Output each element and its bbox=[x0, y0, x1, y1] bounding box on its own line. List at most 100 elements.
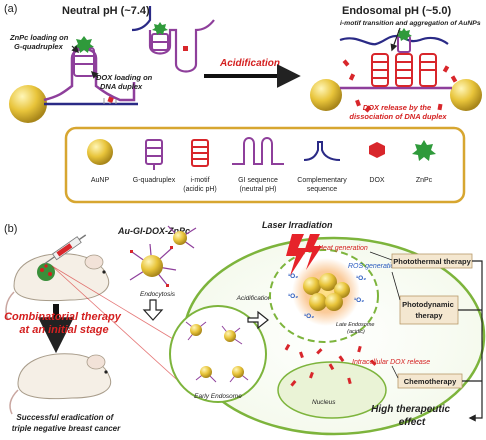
o2-d: ¹O₂ bbox=[354, 297, 364, 304]
legend-complementary-label: Complementary sequence bbox=[297, 177, 347, 193]
legend-aunp-label: AuNP bbox=[91, 177, 110, 184]
syringe-icon bbox=[44, 234, 87, 265]
photodynamic-line2: therapy bbox=[415, 311, 443, 320]
photodynamic-label: Photodynamic therapy bbox=[402, 300, 456, 320]
o2-b: ¹O₂ bbox=[288, 293, 298, 300]
high-effect-line2: effect bbox=[399, 417, 426, 428]
legend-gi-label: GI sequence(neutral pH) bbox=[238, 177, 278, 193]
late-endosome-label: Late Endosome (acidic) bbox=[336, 322, 376, 335]
znpc-loading-label: ZnPc loading on G-quadruplex bbox=[9, 33, 70, 51]
chemotherapy-label: Chemotherapy bbox=[404, 377, 457, 386]
znpc-loading-line2: G-quadruplex bbox=[14, 42, 64, 51]
eradication-line1: Successful eradication of bbox=[16, 413, 114, 422]
aunp-left bbox=[9, 85, 47, 123]
znpc-floating bbox=[152, 22, 168, 35]
aunp-right-2 bbox=[450, 79, 482, 111]
nanoparticle-label: Au-GI-DOX-ZnPc bbox=[117, 226, 190, 236]
heat-generation-label: Heat generation bbox=[318, 245, 368, 252]
nanoparticle-cluster bbox=[129, 225, 197, 287]
combinatorial-line2: at an initial stage bbox=[19, 324, 108, 336]
legend-imotif-icon bbox=[191, 139, 209, 167]
legend-box bbox=[64, 126, 466, 204]
mouse-top bbox=[5, 253, 110, 321]
legend-dox-label: DOX bbox=[369, 177, 385, 184]
gi-strand-floating bbox=[131, 6, 152, 32]
legend-labels: AuNP G-quadruplex i-motif(acidic pH) GI seq… bbox=[91, 177, 433, 193]
znpc-on-gquad bbox=[74, 36, 94, 53]
released-dox-a bbox=[342, 59, 458, 113]
acidification-label-a: Acidification bbox=[219, 58, 280, 69]
panel-a-label: (a) bbox=[4, 3, 17, 15]
eradication-line2: triple negative breast cancer bbox=[12, 424, 121, 433]
early-endosome-label: Early Endosome bbox=[194, 393, 242, 400]
legend-complementary-label-line2: sequence bbox=[307, 186, 337, 193]
dox-pointer bbox=[90, 70, 99, 79]
o2-c: ¹O₂ bbox=[356, 275, 366, 282]
high-effect-line1: High therapeutic bbox=[371, 404, 450, 415]
legend-znpc-label: ZnPc bbox=[416, 177, 433, 184]
acidification-arrow-b bbox=[247, 310, 269, 330]
legend-icons bbox=[87, 137, 436, 170]
legend-gquad-label: G-quadruplex bbox=[133, 177, 176, 184]
mouse-bottom bbox=[9, 353, 112, 415]
ros-generation-label: ROS generation bbox=[348, 263, 398, 270]
late-endosome-line2: (acidic) bbox=[347, 329, 365, 335]
eradication-label: Successful eradication of triple negativ… bbox=[12, 413, 121, 433]
legend-gi-sequence-icon bbox=[232, 137, 284, 165]
legend-znpc-label-line1: ZnPc bbox=[416, 177, 433, 184]
laser-bolts bbox=[286, 234, 322, 276]
laser-label: Laser Irradiation bbox=[262, 220, 333, 230]
singlet-oxygen-labels: ¹O₂ ¹O₂ ¹O₂ ¹O₂ ¹O₂ bbox=[288, 273, 366, 320]
nucleus bbox=[277, 361, 387, 419]
legend-gquad-label-line1: G-quadruplex bbox=[133, 177, 176, 184]
dox-release-a-line1: DOX release by the bbox=[363, 103, 431, 112]
late-endosome-line1: Late Endosome bbox=[336, 322, 375, 328]
high-effect-label: High therapeutic effect bbox=[371, 404, 453, 428]
legend-complementary-icon bbox=[303, 141, 341, 161]
dox-to-chemotherapy bbox=[391, 365, 399, 379]
dox-loading-line1: DOX loading on bbox=[96, 73, 153, 82]
legend-imotif-label: i-motif(acidic pH) bbox=[183, 177, 216, 193]
endocytosis-arrow bbox=[142, 299, 164, 321]
legend-gi-label-line1: GI sequence bbox=[238, 177, 278, 184]
tumor bbox=[37, 263, 55, 281]
photodynamic-line1: Photodynamic bbox=[402, 300, 454, 309]
o2-a: ¹O₂ bbox=[288, 273, 298, 280]
legend-znpc-icon bbox=[412, 140, 436, 161]
legend-imotif-label-line2: (acidic pH) bbox=[183, 186, 216, 193]
o2-e: ¹O₂ bbox=[304, 313, 314, 320]
dox-release-a-line2: dissociation of DNA duplex bbox=[349, 112, 447, 121]
g-quadruplex-neutral bbox=[73, 47, 95, 77]
panel-b-label: (b) bbox=[4, 223, 17, 235]
znpc-right bbox=[396, 28, 412, 41]
dox-loading-line2: DNA duplex bbox=[100, 82, 143, 91]
legend-aunp-label-line1: AuNP bbox=[91, 177, 110, 184]
combinatorial-label: Combinatorial therapy at an initial stag… bbox=[4, 311, 124, 336]
znpc-pointer bbox=[71, 45, 80, 54]
imotif-note: i-motif transition and aggregation of Au… bbox=[340, 20, 481, 27]
imotif-pointer bbox=[390, 27, 401, 52]
dox-release-label-a: DOX release by the dissociation of DNA d… bbox=[349, 103, 447, 121]
gi-hairpin-floating bbox=[148, 19, 215, 73]
heat-glow bbox=[292, 258, 360, 326]
photodynamic-box bbox=[399, 295, 459, 325]
endocytosis-label: Endocytosis bbox=[140, 291, 176, 298]
early-endosome-particles bbox=[185, 321, 249, 383]
legend-complementary-label-line1: Complementary bbox=[297, 177, 347, 184]
acidification-label-b: Acidification bbox=[236, 295, 272, 302]
therapy-bracket bbox=[468, 260, 483, 422]
released-dox-b bbox=[284, 343, 377, 387]
aggregated-aunps bbox=[303, 273, 350, 311]
endosomal-structure bbox=[310, 28, 482, 113]
i-motif-cluster bbox=[371, 53, 437, 87]
photothermal-label: Photothermal therapy bbox=[393, 257, 471, 266]
heat-to-photothermal bbox=[369, 251, 393, 261]
dox-on-duplex bbox=[107, 96, 114, 103]
ros-to-photodynamic bbox=[391, 271, 401, 301]
znpc-loading-line1: ZnPc loading on bbox=[9, 33, 69, 42]
neutral-ph-title: Neutral pH (~7.4) bbox=[62, 5, 150, 17]
neutral-ph-structure bbox=[9, 6, 215, 123]
endosomal-ph-title: Endosomal pH (~5.0) bbox=[342, 5, 451, 17]
aunp-right-1 bbox=[310, 79, 342, 111]
